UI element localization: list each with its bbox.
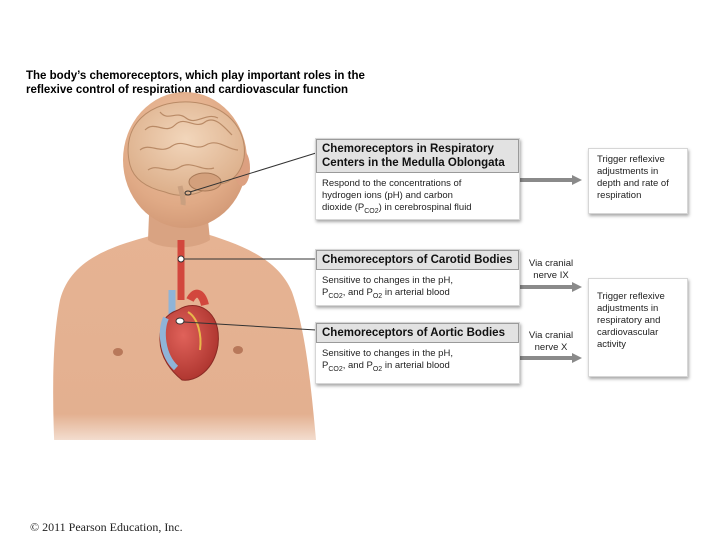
caption-line-2: reflexive control of respiration and car… [26,84,349,96]
trigger-resp-line-1: Trigger reflexive [597,154,665,165]
brain [127,101,245,206]
heart [159,305,219,381]
copyright-notice: © 2011 Pearson Education, Inc. [30,520,183,534]
carotid-nerve-label: Via cranial nerve IX [522,258,580,281]
aortic-desc-line-1: Sensitive to changes in the pH, [322,348,453,359]
medulla-title-line-1: Chemoreceptors in Respiratory [322,143,494,155]
medulla-description: Respond to the concentrations of hydroge… [316,173,519,223]
trigger-cardio-line-1: Trigger reflexive [597,291,665,302]
aortic-nerve-line-2: nerve X [534,341,568,353]
trigger-resp-line-2: adjustments in [597,166,659,177]
trigger-cardio-panel: Trigger reflexive adjustments in respira… [588,278,688,377]
aortic-panel: Chemoreceptors of Aortic Bodies Sensitiv… [315,322,520,384]
carotid-nerve-line-1: Via cranial [528,258,574,269]
trigger-cardio-line-3: respiratory and [597,315,661,326]
trigger-cardio-line-4: cardiovascular [597,327,659,338]
trigger-cardio-line-2: adjustments in [597,303,659,314]
carotid-desc-line-1: Sensitive to changes in the pH, [322,275,453,286]
trigger-cardio-line-5: activity [597,339,627,350]
carotid-description: Sensitive to changes in the pH, PCO2, an… [316,270,519,308]
caption-line-1: The body’s chemoreceptors, which play im… [26,70,365,82]
carotid-panel: Chemoreceptors of Carotid Bodies Sensiti… [315,249,520,306]
medulla-leader-line [189,152,317,193]
aortic-desc-line-2: PCO2, and PO2 in arterial blood [322,360,450,373]
medulla-receptor-marker [184,190,192,196]
trigger-resp-line-4: respiration [597,190,642,201]
aortic-nerve-line-1: Via cranial [528,330,574,341]
medulla-desc-line-3: dioxide (PCO2) in cerebrospinal fluid [322,202,472,215]
carotid-nerve-line-2: nerve IX [533,269,569,281]
carotid-receptor-marker [177,255,185,263]
trigger-resp-line-3: depth and rate of [597,178,669,189]
aortic-receptor-marker [175,317,185,325]
medulla-panel: Chemoreceptors in Respiratory Centers in… [315,138,520,220]
figure-caption: The body’s chemoreceptors, which play im… [26,69,406,97]
carotid-desc-line-2: PCO2, and PO2 in arterial blood [322,287,450,300]
nipple-left [113,348,123,356]
aortic-description: Sensitive to changes in the pH, PCO2, an… [316,343,519,381]
medulla-title-line-2: Centers in the Medulla Oblongata [322,157,505,169]
nipple-right [233,346,243,354]
medulla-desc-line-2: hydrogen ions (pH) and carbon [322,190,453,201]
medulla-desc-line-1: Respond to the concentrations of [322,178,462,189]
aortic-title: Chemoreceptors of Aortic Bodies [316,323,519,343]
medulla-title: Chemoreceptors in Respiratory Centers in… [316,139,519,173]
trigger-respiration-panel: Trigger reflexive adjustments in depth a… [588,148,688,214]
aortic-leader-line [183,321,317,331]
carotid-title: Chemoreceptors of Carotid Bodies [316,250,519,270]
aortic-nerve-label: Via cranial nerve X [522,330,580,353]
